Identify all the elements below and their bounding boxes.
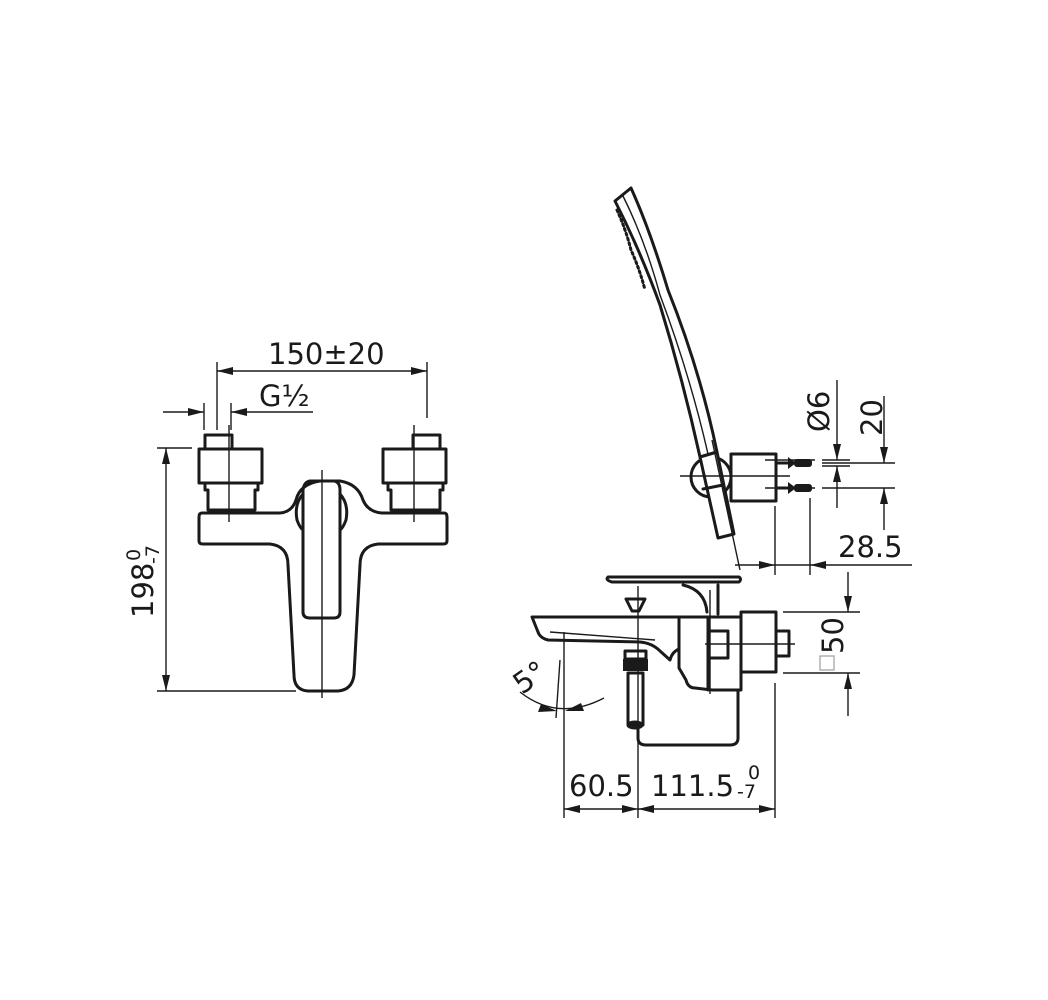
hand-shower <box>613 186 719 459</box>
shower-handle-stem <box>698 450 736 540</box>
dim-height-tol-lower: -7 <box>142 545 164 564</box>
dim-inlet-thread: G½ <box>259 379 310 413</box>
wall-plug-top <box>774 457 812 469</box>
dim-body-tol-lower: -7 <box>737 781 756 803</box>
spout <box>530 615 681 662</box>
left-inlet-cap <box>203 433 234 451</box>
mixer-body <box>197 479 449 693</box>
front-view: 150±20 G½ 198 0 -7 <box>123 337 449 698</box>
left-inlet-sleeve <box>203 481 260 512</box>
mixer-body-side <box>677 615 743 692</box>
dim-body-tol-upper: 0 <box>748 762 760 784</box>
wall-nut <box>739 610 778 674</box>
dim-holder-spacing: 20 <box>855 399 889 436</box>
left-inlet-nut <box>197 447 264 485</box>
dim-hose-diameter: Ø6 <box>802 391 836 432</box>
dim-height-main: 198 <box>126 563 160 618</box>
lever-arm <box>681 583 709 614</box>
dim-body-square: 50 <box>816 617 850 654</box>
left-cartridge-ring <box>294 492 305 532</box>
dim-inlet-spacing: 150±20 <box>268 337 385 371</box>
dim-spout-angle: 5° <box>507 654 553 701</box>
right-inlet-cap <box>411 433 442 451</box>
dim-holder-depth: 28.5 <box>838 530 903 564</box>
diverter-knob <box>624 597 647 613</box>
bath-rim <box>636 688 740 747</box>
side-view: Ø6 20 28.5 <box>507 186 912 818</box>
mixer-lever <box>301 479 342 620</box>
wall-holder <box>729 452 778 503</box>
hose-outlet <box>626 671 645 727</box>
dim-body-projection: 111.5 <box>651 769 734 803</box>
angle-arc <box>519 691 605 710</box>
dim-height-tol-upper: 0 <box>123 549 145 561</box>
side-lever <box>605 575 742 584</box>
right-inlet-sleeve <box>386 481 445 512</box>
square-symbol <box>819 655 835 671</box>
hose-connector <box>623 659 648 671</box>
right-cartridge-ring <box>338 492 349 532</box>
dim-spout-projection: 60.5 <box>569 769 634 803</box>
